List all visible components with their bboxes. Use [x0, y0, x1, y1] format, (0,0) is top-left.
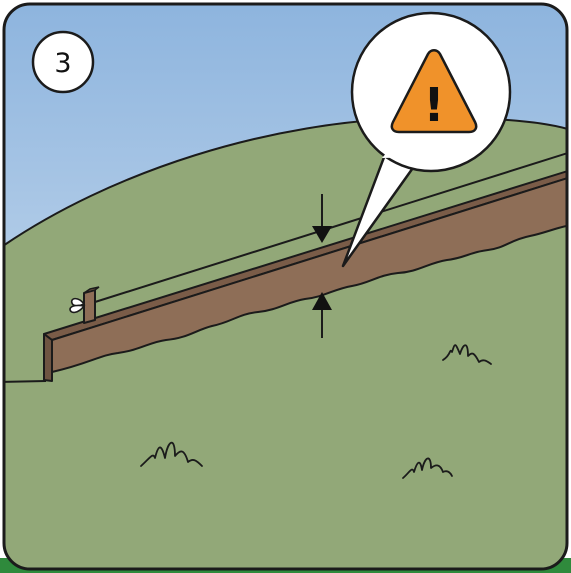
string-line [94, 151, 567, 303]
warning-exclamation: ! [424, 78, 445, 132]
gap-arrow-down-icon [312, 194, 332, 243]
grass-tuft-icon [442, 344, 492, 365]
grass-tuft-icon [402, 457, 453, 479]
grass-tuft-icon [140, 441, 203, 467]
board-front-face [51, 176, 567, 373]
string-knot-icon [69, 297, 86, 314]
stake [83, 289, 96, 324]
step-badge: 3 [31, 30, 95, 94]
board-end [43, 333, 53, 382]
stake-top [83, 286, 100, 294]
gap-arrow-up-icon [312, 292, 332, 338]
step-number: 3 [54, 48, 71, 79]
warning-triangle-icon: ! [390, 49, 478, 134]
ground-line [4, 380, 47, 383]
